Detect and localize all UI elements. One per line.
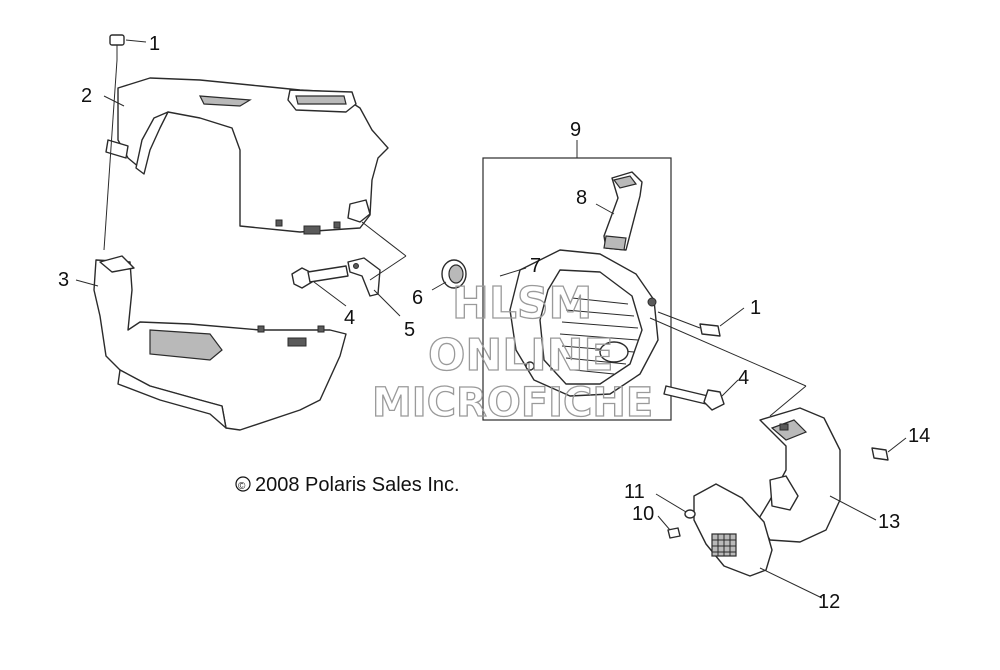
bolt-part-4-left — [291, 265, 349, 289]
screw-part-1-top — [103, 34, 125, 251]
bracket-part-5 — [347, 257, 381, 297]
upper-shroud-part-2 — [105, 77, 389, 235]
callout-12: 12 — [818, 591, 840, 613]
watermark-line-3: MICROFICHE — [372, 380, 653, 426]
callout-1-right: 1 — [750, 297, 761, 319]
callout-4-left: 4 — [344, 307, 355, 329]
screw-part-10 — [667, 527, 681, 539]
callout-9: 9 — [570, 119, 581, 141]
assembly-box-part-9 — [482, 140, 672, 421]
callout-5: 5 — [404, 319, 415, 341]
watermark-line-1: HLSM — [452, 278, 592, 329]
callout-13: 13 — [878, 511, 900, 533]
screen-part-12 — [693, 483, 773, 577]
copyright-notice: © 2008 Polaris Sales Inc. — [235, 474, 460, 496]
lower-shroud-part-3 — [93, 255, 347, 431]
callout-3: 3 — [58, 269, 69, 291]
cap-part-6 — [441, 259, 467, 289]
bolt-part-4-right — [663, 385, 725, 411]
fan-housing-part-7 — [509, 249, 659, 397]
copyright-symbol-icon — [235, 476, 251, 492]
callout-4-right: 4 — [738, 367, 749, 389]
screw-part-14 — [871, 447, 889, 461]
screw-part-1-right — [657, 311, 721, 337]
duct-part-8 — [603, 171, 643, 251]
callout-8: 8 — [576, 187, 587, 209]
callout-11: 11 — [624, 481, 645, 503]
leader-lines — [75, 39, 907, 599]
callout-1-top: 1 — [149, 33, 160, 55]
callout-7: 7 — [530, 255, 541, 277]
callout-2: 2 — [81, 85, 92, 107]
callout-14: 14 — [908, 425, 930, 447]
watermark-line-2: ONLINE — [428, 330, 614, 381]
copyright-text: 2008 Polaris Sales Inc. — [255, 474, 460, 496]
callout-6: 6 — [412, 287, 423, 309]
nut-part-11 — [684, 509, 696, 519]
callouts: 1 2 3 4 5 6 7 8 9 1 4 14 11 10 13 12 — [58, 33, 930, 613]
watermark: HLSM ONLINE MICROFICHE — [371, 277, 654, 426]
copyright-symbol-text: © — [238, 481, 246, 492]
cover-part-13 — [757, 407, 841, 543]
screen-mesh — [711, 533, 737, 557]
callout-10: 10 — [632, 503, 654, 525]
